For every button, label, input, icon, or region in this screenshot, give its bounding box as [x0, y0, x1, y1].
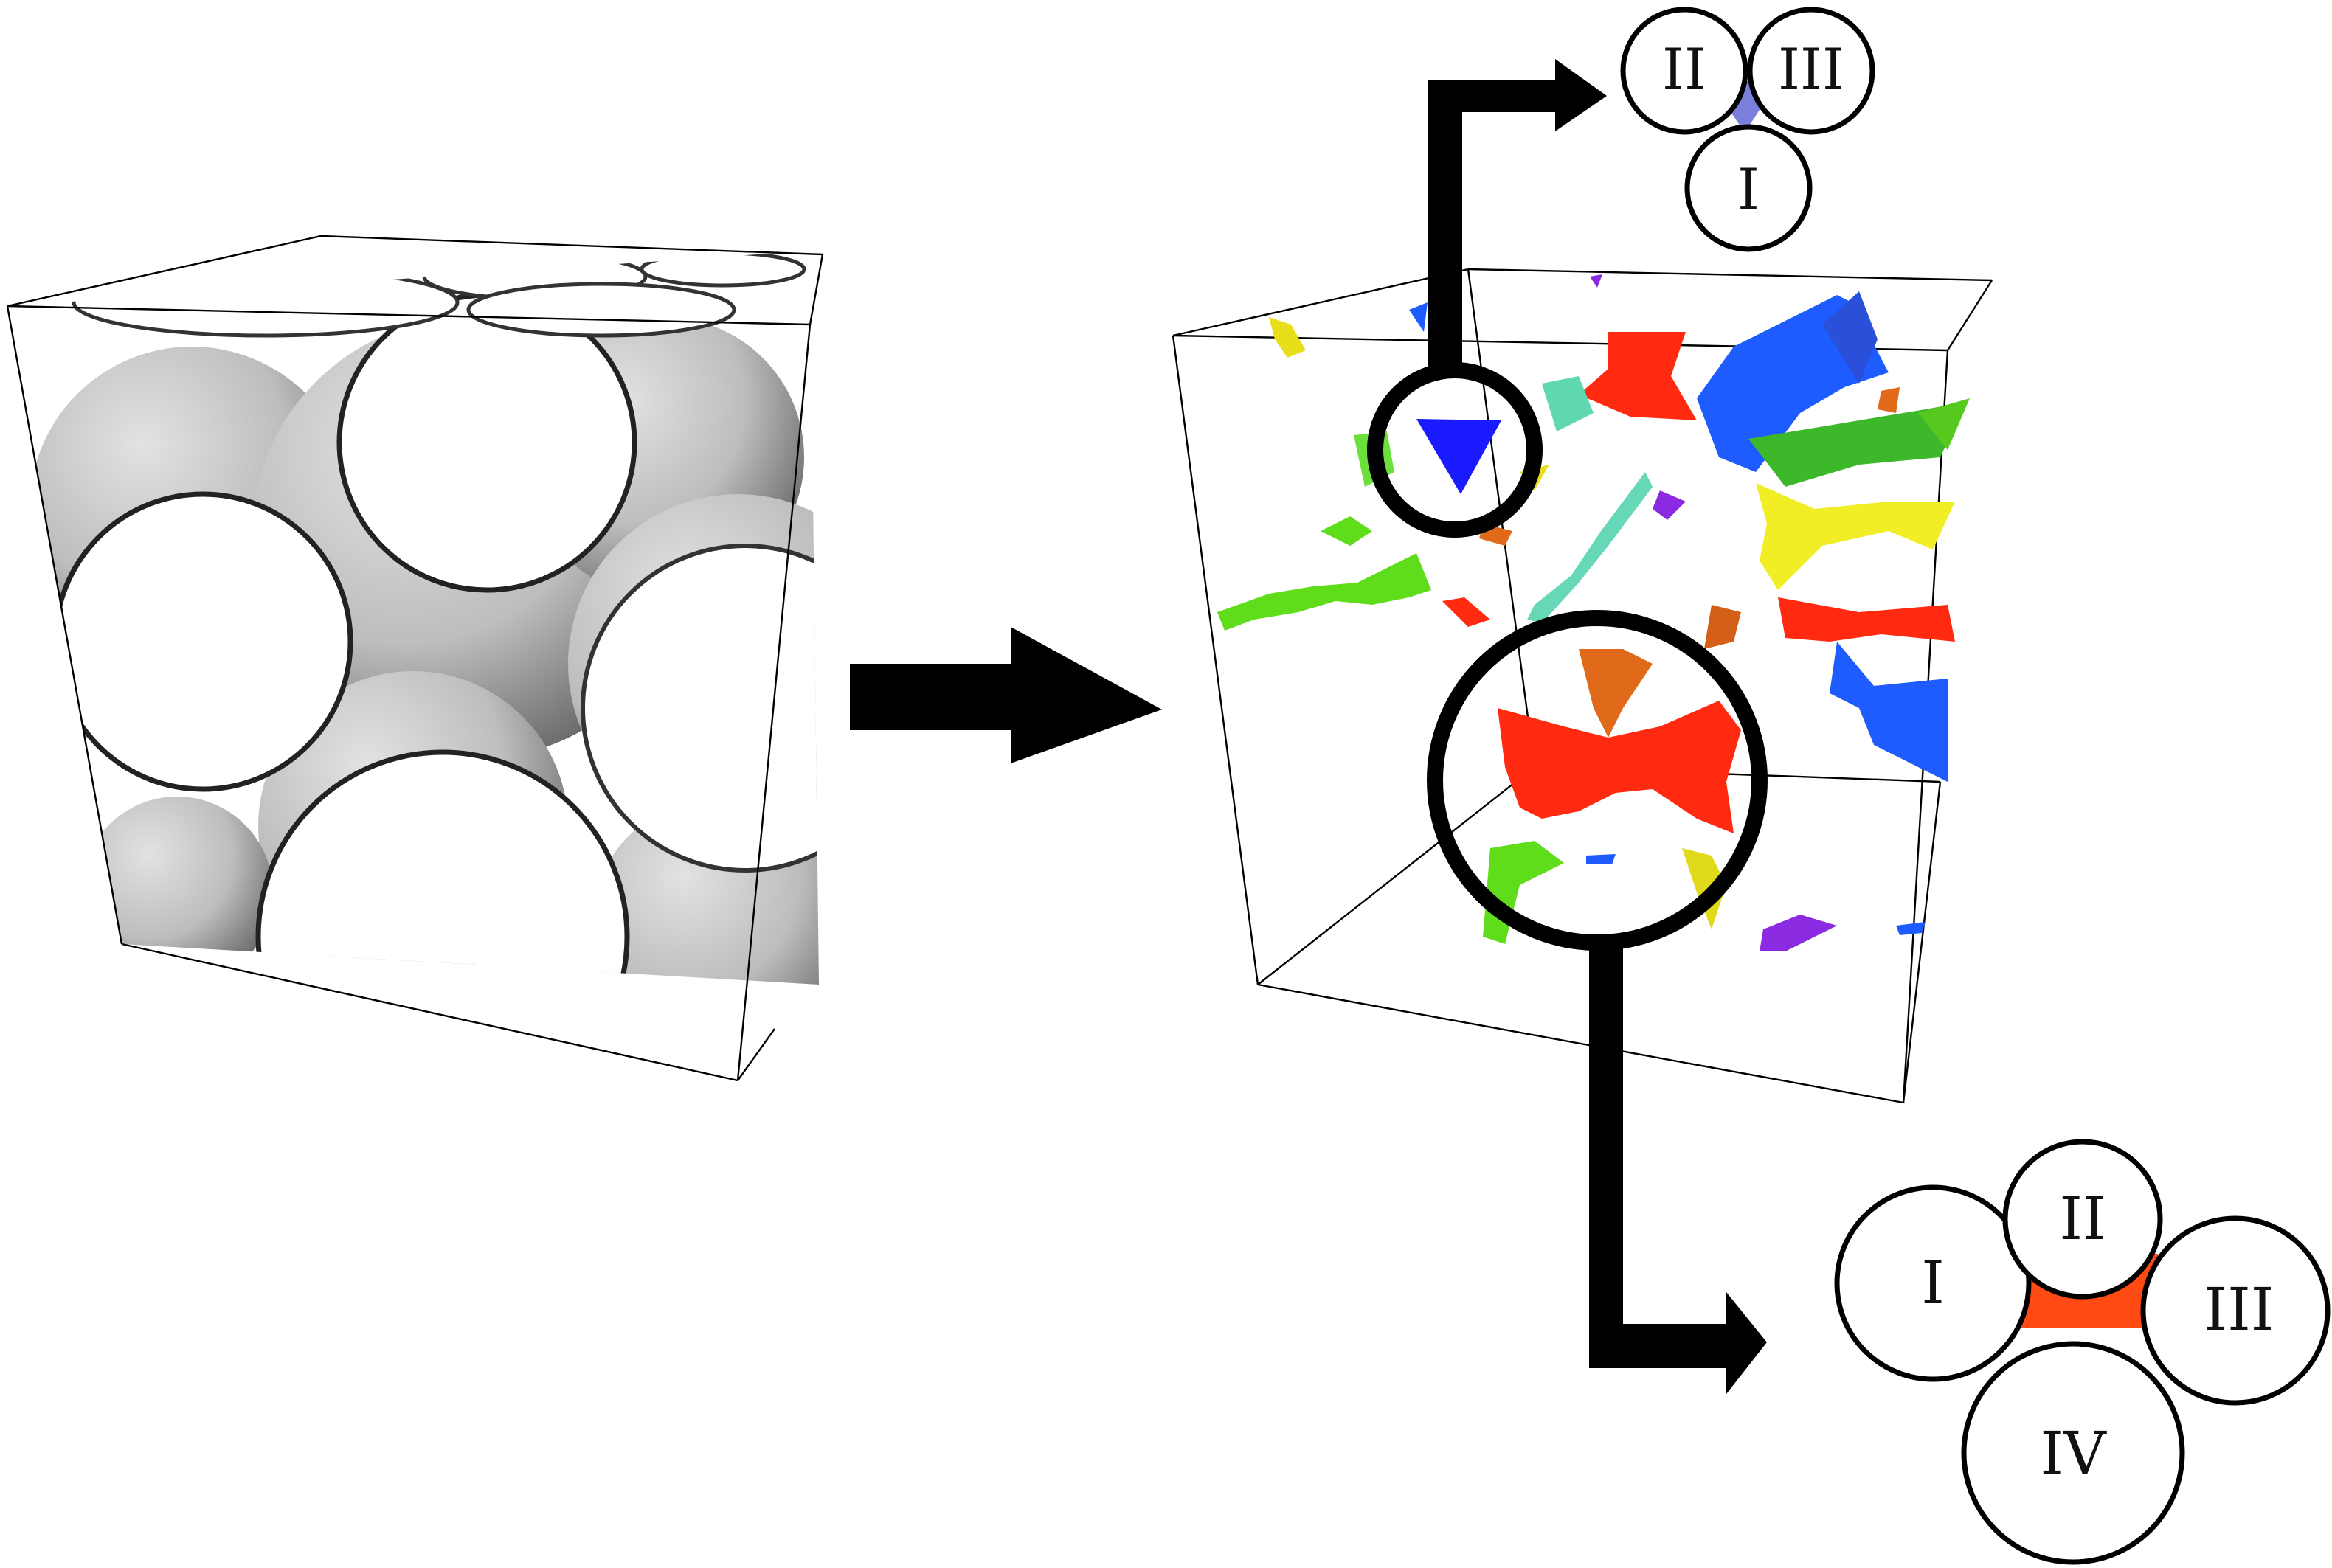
grain-circle-III — [1747, 7, 1875, 135]
pore-cyan — [1542, 376, 1594, 431]
right-arrow-icon — [850, 627, 1162, 763]
grain-label-I: I — [1737, 156, 1760, 222]
grain-circle-I — [1834, 1184, 2032, 1382]
pore-purple — [1653, 490, 1686, 520]
grain-label-I: I — [1921, 1249, 1945, 1317]
pore-orange — [1704, 605, 1741, 649]
pore-red — [1442, 597, 1490, 627]
grain-circle-II — [2002, 1139, 2163, 1300]
pore-blue — [1409, 302, 1428, 332]
elbow-arrow-icon — [1428, 59, 1607, 371]
grain-circle-II — [1620, 7, 1748, 135]
pore-orange — [1878, 387, 1900, 413]
grain-circle-I — [1684, 124, 1813, 252]
grain-packing-cube — [6, 235, 824, 1082]
pore-yellow — [1269, 317, 1306, 358]
pore-orange — [1579, 649, 1653, 738]
pore-green — [1217, 553, 1431, 631]
pore-blue — [1586, 854, 1616, 864]
pore-red — [1778, 597, 1955, 642]
pore-throats — [1217, 274, 1970, 951]
pore-red-large — [1498, 701, 1741, 833]
grain-label-II: II — [2059, 1184, 2106, 1253]
pore-blue — [1830, 642, 1948, 782]
pore-green — [1321, 516, 1372, 546]
three-grain-throat-diagram: II III I — [1620, 7, 1875, 252]
pore-cyan-channel — [1527, 472, 1653, 623]
pore-yellow — [1756, 483, 1955, 590]
elbow-arrow-icon — [1589, 943, 1767, 1394]
pore-yellow — [1682, 848, 1726, 929]
grain-label-III: III — [2204, 1275, 2274, 1344]
grain-label-III: III — [1778, 36, 1844, 102]
grain-circle-III — [2140, 1215, 2331, 1406]
grain-label-II: II — [1662, 36, 1706, 102]
pore-blue — [1896, 922, 1926, 935]
pore-network-cube — [1172, 268, 1993, 1104]
pore-blue-triangle — [1416, 419, 1501, 494]
pore-blue — [1822, 291, 1878, 384]
pore-green — [1918, 398, 1970, 450]
grain-label-IV: IV — [2040, 1419, 2107, 1488]
pore-green — [1748, 402, 1966, 487]
four-grain-throat-diagram: I II III IV — [1834, 1139, 2331, 1565]
pore-purple — [1760, 915, 1837, 951]
pore-purple — [1590, 274, 1602, 288]
grain-circle-IV — [1961, 1341, 2185, 1565]
pore-red — [1579, 332, 1697, 420]
